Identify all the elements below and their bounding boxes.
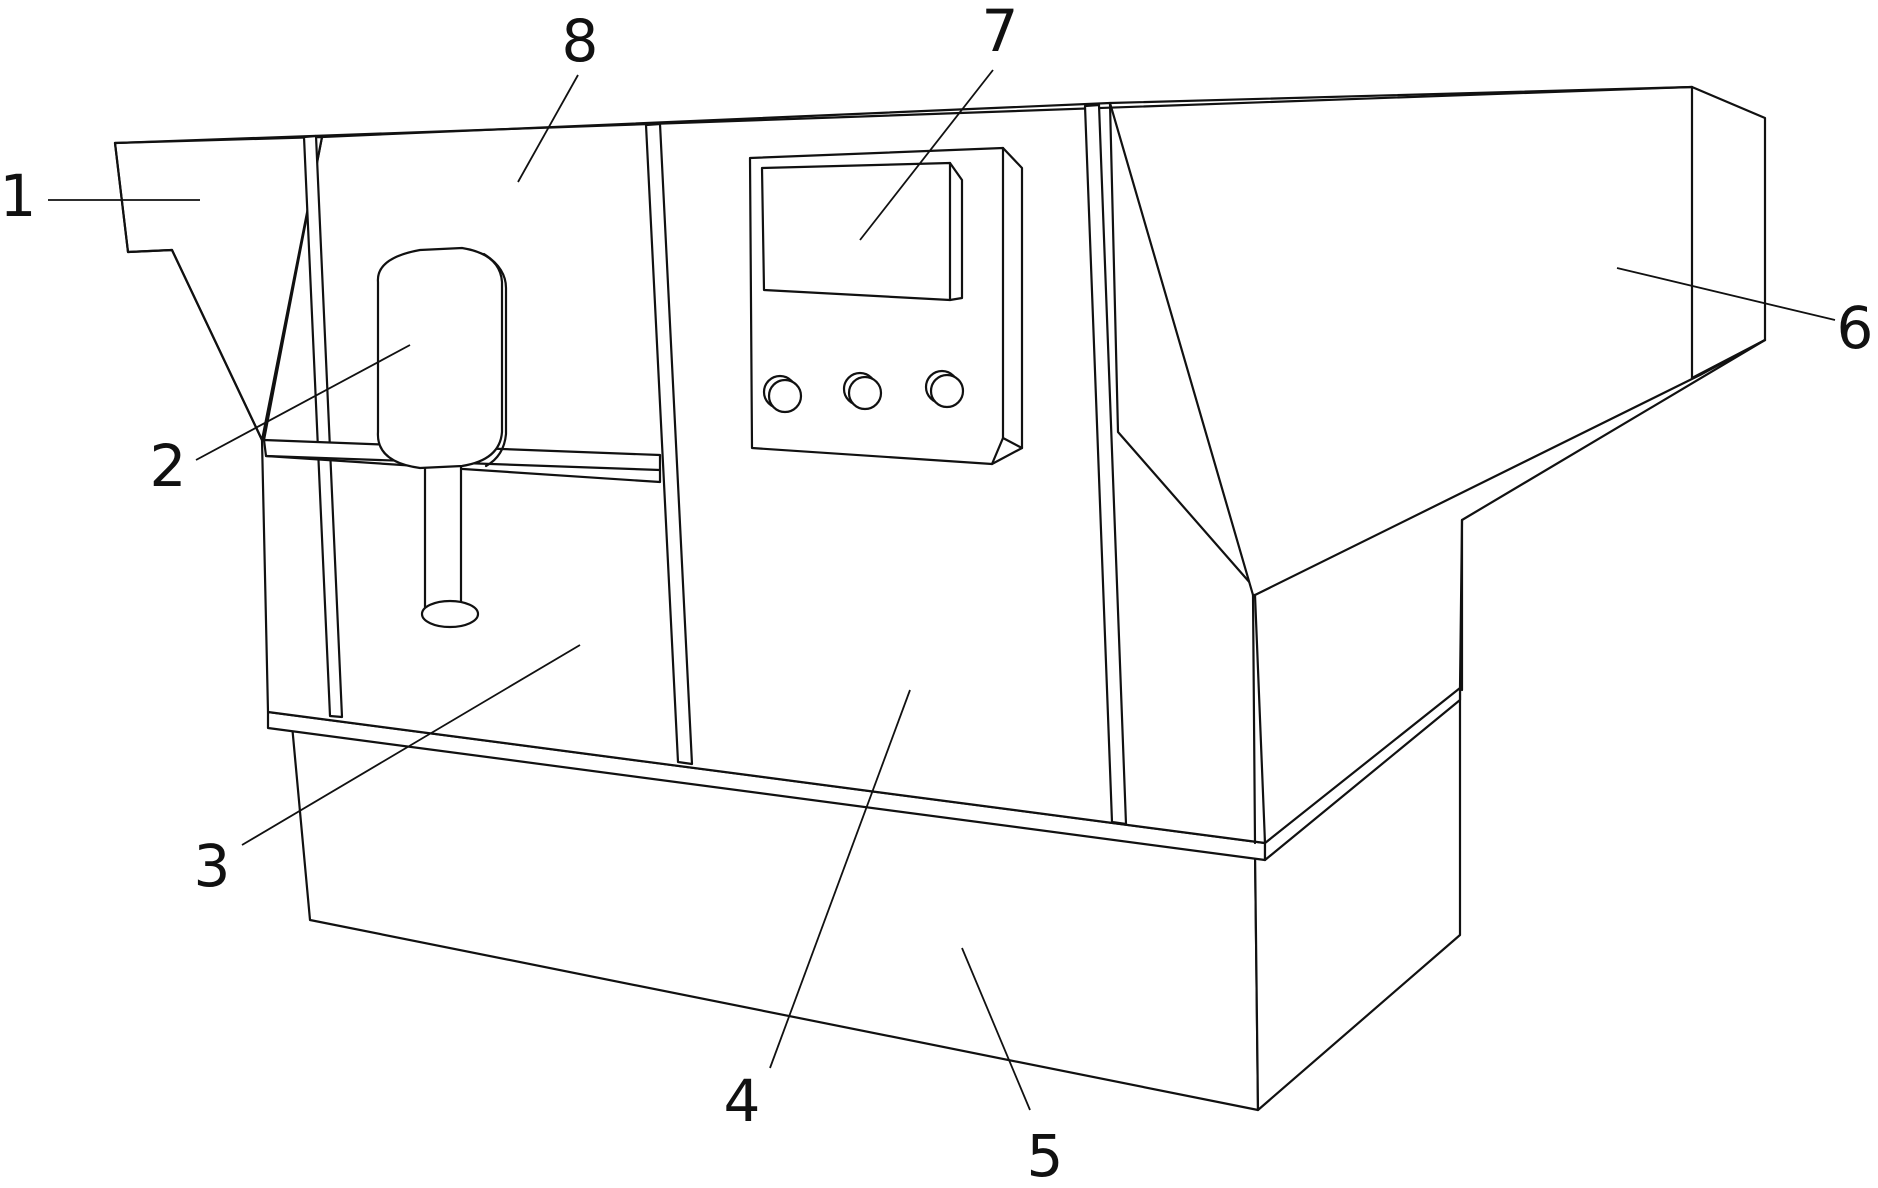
- left-inlet: [113, 135, 324, 442]
- label-4: 4: [724, 1067, 761, 1135]
- label-8: 8: [562, 7, 599, 75]
- motor: [376, 246, 508, 629]
- support-posts: [302, 103, 1128, 826]
- label-6: 6: [1837, 294, 1874, 362]
- control-box: [748, 146, 1024, 466]
- label-2: 2: [150, 432, 187, 500]
- label-3: 3: [194, 832, 231, 900]
- control-knobs: [762, 369, 965, 414]
- top-edge: [113, 85, 1694, 145]
- label-7: 7: [982, 0, 1019, 65]
- leader-lines: [48, 69, 1836, 1111]
- label-5: 5: [1027, 1122, 1064, 1188]
- right-hopper: [1108, 85, 1767, 845]
- display-screen: [760, 161, 964, 302]
- label-1: 1: [0, 162, 36, 230]
